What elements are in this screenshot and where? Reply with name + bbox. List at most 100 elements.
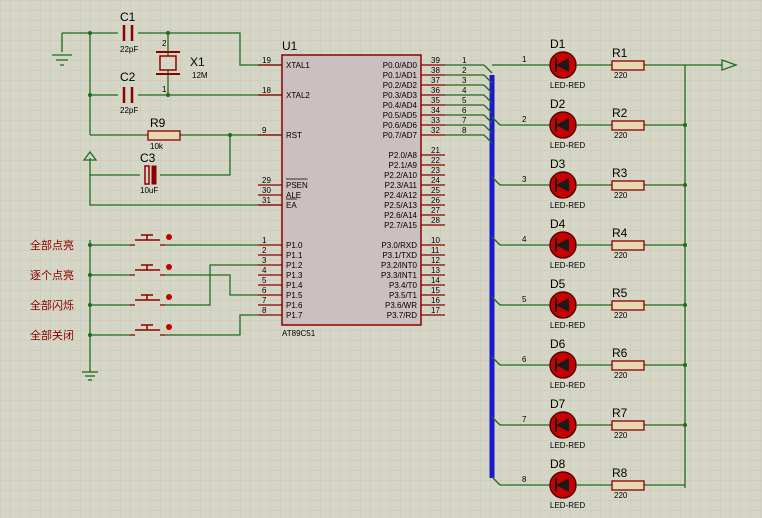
chip-u1[interactable]: U1 AT89C51 19XTAL118XTAL29RST29PSEN30ALE… [258, 39, 445, 338]
bus-net-label: 6 [462, 106, 467, 115]
led-part: LED-RED [550, 441, 585, 450]
led-resistor[interactable] [611, 180, 645, 191]
chip-pin-p1-4[interactable]: 5P1.4 [258, 276, 303, 290]
resistor-value: 220 [614, 251, 628, 260]
chip-pin-p1-3[interactable]: 4P1.3 [258, 266, 303, 280]
crystal-x1[interactable]: 2 1 X1 12M [156, 39, 208, 94]
led-resistor[interactable] [611, 120, 645, 131]
capacitor-c2[interactable]: C2 22pF [118, 70, 138, 115]
led-part: LED-RED [550, 261, 585, 270]
led-diode[interactable] [549, 471, 577, 499]
led-diode[interactable] [549, 411, 577, 439]
capacitor-c3[interactable]: C3 10uF [140, 151, 160, 195]
bus-wire-p0-5[interactable]: 6 [445, 106, 493, 124]
capacitor-c1[interactable]: C1 22pF [118, 10, 138, 54]
bus-wire-p0-0[interactable]: 1 [445, 56, 493, 74]
bus-net-label: 4 [462, 86, 467, 95]
led-diode[interactable] [549, 111, 577, 139]
bus-wire-p0-4[interactable]: 5 [445, 96, 493, 114]
chip-pin-p1-6[interactable]: 7P1.6 [258, 296, 303, 310]
pin-label: P3.2/INT0 [381, 261, 418, 270]
led-resistor[interactable] [611, 240, 645, 251]
bus-wire-p0-3[interactable]: 4 [445, 86, 493, 104]
chip-pin-p1-0[interactable]: 1P1.0 [258, 236, 303, 250]
led-diode[interactable] [549, 171, 577, 199]
button-wire-3[interactable] [180, 274, 258, 306]
pin-number: 7 [262, 296, 267, 305]
pin-label: P2.4/A12 [384, 191, 417, 200]
button-wire-2[interactable] [180, 264, 258, 276]
led-resistor[interactable] [611, 300, 645, 311]
bus-wire-p0-2[interactable]: 3 [445, 76, 493, 94]
pin-number: 34 [431, 106, 440, 115]
bus-wire-p0-7[interactable]: 8 [445, 126, 493, 144]
resistor-value: 220 [614, 131, 628, 140]
bus-wire-p0-1[interactable]: 2 [445, 66, 493, 84]
chip-pin-p1-1[interactable]: 2P1.1 [258, 246, 303, 260]
chip-pin-p1-7[interactable]: 8P1.7 [258, 306, 303, 320]
led-diode[interactable] [549, 291, 577, 319]
led-resistor[interactable] [611, 420, 645, 431]
push-button-4[interactable]: 全部关闭 [30, 324, 180, 342]
led-resistor[interactable] [611, 480, 645, 491]
chip-pin-p1-2[interactable]: 3P1.2 [258, 256, 303, 270]
push-button-1[interactable]: 全部点亮 [30, 234, 180, 252]
bus-wire-p0-6[interactable]: 7 [445, 116, 493, 134]
push-button-3[interactable]: 全部闪烁 [30, 294, 180, 312]
led-diode[interactable] [549, 51, 577, 79]
led-part: LED-RED [550, 201, 585, 210]
button-wire-4[interactable] [180, 314, 258, 336]
led-resistor[interactable] [611, 60, 645, 71]
x1-ref: X1 [190, 55, 205, 69]
pin-number: 24 [431, 176, 440, 185]
bus-net-label: 8 [462, 126, 467, 135]
chip-pin-p1-5[interactable]: 6P1.5 [258, 286, 303, 300]
push-button-2[interactable]: 逐个点亮 [30, 264, 180, 282]
chip-body[interactable] [281, 54, 422, 326]
led-diode[interactable] [549, 351, 577, 379]
resistor-r9[interactable]: R9 10k [147, 116, 181, 151]
led-diode[interactable] [549, 231, 577, 259]
led-resistor[interactable] [611, 360, 645, 371]
